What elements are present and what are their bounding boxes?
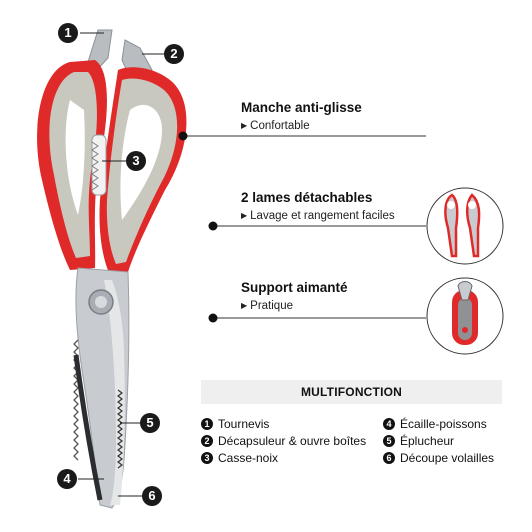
feature-magnetic-holder: Support aimanté ▶Pratique	[241, 280, 348, 312]
callout-5-badge: 5	[140, 413, 160, 433]
leader-detachable	[208, 221, 426, 231]
arrow-right-icon: ▶	[241, 301, 248, 310]
callout-6-badge: 6	[142, 486, 162, 506]
feature-detachable-blades: 2 lames détachables ▶Lavage et rangement…	[241, 190, 395, 222]
leader-magnetic	[208, 313, 426, 323]
callout-3-badge: 3	[126, 151, 146, 171]
feature-title: 2 lames détachables	[241, 190, 373, 205]
multifunction-banner: MULTIFONCTION	[201, 380, 502, 404]
feature-subtitle: ▶Lavage et rangement faciles	[241, 210, 395, 222]
callout-4-badge: 4	[57, 469, 77, 489]
right-handle	[99, 67, 187, 276]
feature-title: Manche anti-glisse	[241, 100, 362, 115]
arrow-right-icon: ▶	[241, 211, 248, 220]
detachable-blades-thumbnail	[426, 187, 504, 265]
magnetic-holder-thumbnail	[426, 277, 504, 355]
nutcracker-teeth	[91, 134, 107, 196]
feature-title: Support aimanté	[241, 280, 348, 295]
blades	[73, 267, 130, 509]
callout-2-badge: 2	[164, 44, 184, 64]
callout-1-badge: 1	[58, 23, 78, 43]
feature-subtitle: ▶Pratique	[241, 300, 293, 312]
left-handle	[37, 60, 107, 270]
feature-subtitle: ▶Confortable	[241, 120, 310, 132]
arrow-right-icon: ▶	[241, 121, 248, 130]
leader-anti-slip	[178, 131, 426, 141]
feature-anti-slip: Manche anti-glisse ▶Confortable	[241, 100, 362, 132]
